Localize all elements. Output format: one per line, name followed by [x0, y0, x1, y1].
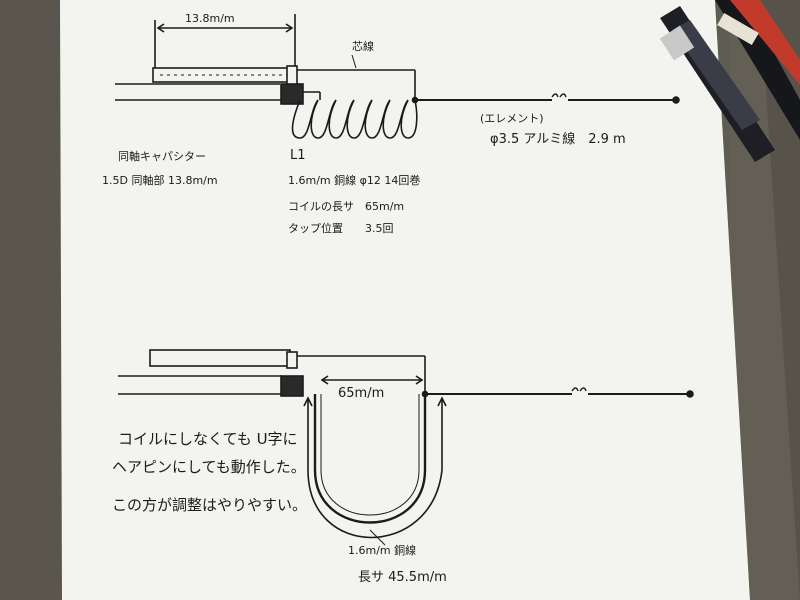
note-line-3: この方が調整はやりやすい。	[112, 496, 308, 514]
element-label: (エレメント)	[480, 112, 544, 125]
lower-dimension-label: 65m/m	[338, 386, 385, 401]
pens	[659, 0, 800, 162]
coil-spec-1: 1.6m/m 銅線 φ12 14回巻	[288, 174, 421, 187]
note-line-2: ヘアピンにしても動作した。	[112, 458, 306, 476]
lower-diagram	[118, 349, 694, 546]
capacitor-title: 同軸キャパシター	[118, 150, 206, 163]
upper-dimension-label: 13.8m/m	[185, 12, 235, 25]
note-line-1: コイルにしなくても U字に	[118, 430, 298, 448]
wire-spec: 1.6m/m 銅線	[348, 544, 417, 557]
coil-title: L1	[290, 148, 306, 163]
element-spec: φ3.5 アルミ線 2.9 m	[490, 132, 626, 147]
capacitor-spec: 1.5D 同軸部 13.8m/m	[102, 174, 218, 187]
core-wire-label: 芯線	[352, 40, 374, 53]
upper-diagram	[115, 14, 680, 139]
hairpin-u	[313, 394, 427, 524]
coil-spec-3: タップ位置 3.5回	[288, 222, 394, 235]
paper-sheet	[60, 0, 750, 600]
coil-L1	[291, 99, 418, 139]
length-spec: 長サ 45.5m/m	[358, 570, 447, 585]
connector-lower	[280, 375, 304, 397]
coil-spec-2: コイルの長サ 65m/m	[288, 200, 405, 213]
